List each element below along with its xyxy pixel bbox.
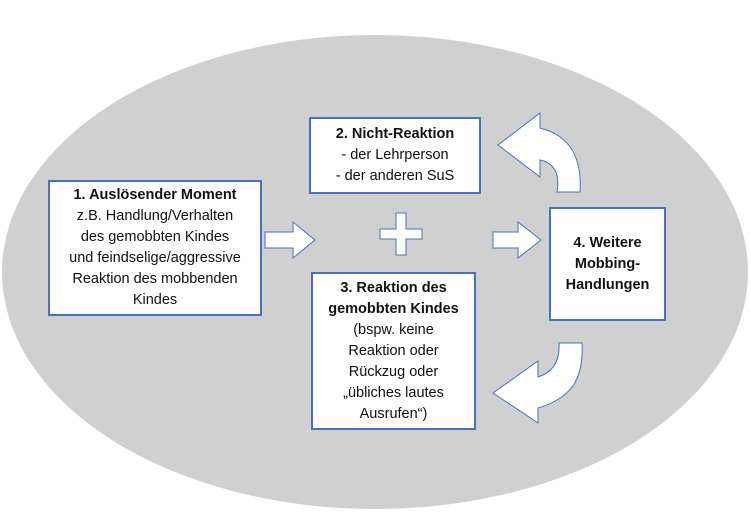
box-trigger-line: Kindes xyxy=(132,292,178,308)
right-arrow-icon xyxy=(264,220,316,260)
box-further-mobbing-title: Handlungen xyxy=(565,276,650,293)
box-trigger-line: z.B. Handlung/Verhalten xyxy=(76,208,234,224)
plus-icon xyxy=(379,212,423,256)
right-arrow-icon xyxy=(492,220,542,260)
box-non-reaction-line: - der Lehrperson xyxy=(341,147,449,163)
box-victim-reaction: 3. Reaktion des gemobbten Kindes (bspw. … xyxy=(311,272,476,430)
box-victim-reaction-title: gemobbten Kindes xyxy=(328,300,459,317)
box-victim-reaction-title: 3. Reaktion des xyxy=(340,279,447,296)
box-non-reaction-title: 2. Nicht-Reaktion xyxy=(335,126,455,142)
box-trigger: 1. Auslösender Moment z.B. Handlung/Verh… xyxy=(48,180,262,316)
box-victim-reaction-line: „übliches lautes xyxy=(343,384,444,401)
box-victim-reaction-line: Ausrufen“) xyxy=(359,405,428,422)
box-further-mobbing-title: Mobbing- xyxy=(574,255,641,272)
box-further-mobbing: 4. Weitere Mobbing- Handlungen xyxy=(549,207,666,321)
box-victim-reaction-line: (bspw. keine xyxy=(353,321,434,338)
box-non-reaction: 2. Nicht-Reaktion - der Lehrperson - der… xyxy=(309,117,481,194)
box-trigger-line: Reaktion des mobbenden xyxy=(72,271,238,287)
box-non-reaction-line: - der anderen SuS xyxy=(335,168,455,184)
box-victim-reaction-line: Rückzug oder xyxy=(348,363,439,380)
box-trigger-line: und feindselige/aggressive xyxy=(69,250,241,266)
curved-arrow-icon xyxy=(497,111,581,193)
curved-arrow-icon xyxy=(492,342,583,424)
box-victim-reaction-line: Reaktion oder xyxy=(348,342,439,359)
box-trigger-line: des gemobbten Kindes xyxy=(80,229,230,245)
box-further-mobbing-title: 4. Weitere xyxy=(573,234,642,251)
box-trigger-title: 1. Auslösender Moment xyxy=(73,187,237,203)
